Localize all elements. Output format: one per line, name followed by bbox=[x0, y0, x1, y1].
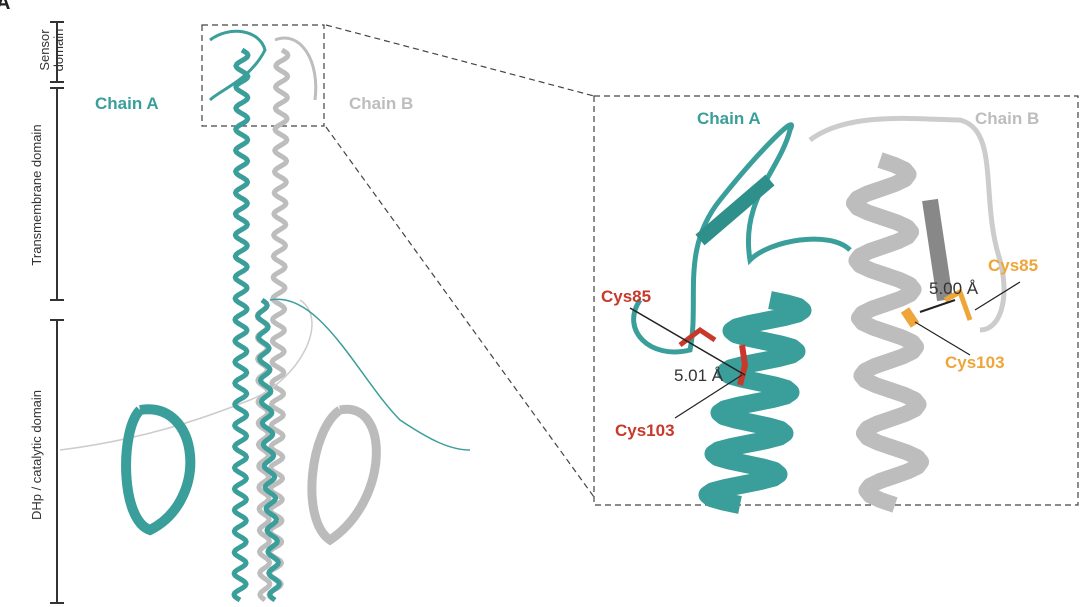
chain-b-cys103-label: Cys103 bbox=[945, 353, 1005, 372]
catalytic-domain-label: DHp / catalytic domain bbox=[29, 389, 44, 521]
chain-a-cys85-sidechain bbox=[678, 326, 717, 347]
chain-b-cys85-sidechain bbox=[943, 288, 973, 321]
inset-chain-b-helix bbox=[845, 152, 930, 513]
inset-chain-b-strand bbox=[922, 198, 953, 302]
transmembrane-domain-label: Transmembrane domain bbox=[29, 124, 44, 266]
overview-chain-b-label: Chain B bbox=[349, 94, 414, 113]
cys103-a-leader bbox=[674, 374, 743, 419]
chain-a-helix-2 bbox=[255, 297, 282, 603]
cys85-b-leader bbox=[974, 281, 1021, 311]
sensor-label-line1: Sensor bbox=[37, 29, 52, 71]
domain-scale-bars bbox=[50, 21, 64, 604]
chain-a-catalytic bbox=[121, 404, 196, 536]
zoom-region-box bbox=[201, 24, 325, 127]
chain-a-cys85-label: Cys85 bbox=[601, 287, 652, 306]
chain-b-distance-line bbox=[919, 299, 956, 313]
sensor-label-line2: domain bbox=[51, 28, 66, 72]
inset-chain-b-loop bbox=[808, 115, 1007, 333]
chain-b-catalytic bbox=[307, 404, 381, 546]
zoom-indicators bbox=[201, 24, 1079, 506]
chain-a-cys103-sidechain bbox=[737, 344, 749, 386]
chain-b-cys103-sidechain bbox=[900, 307, 920, 328]
chain-b-sensor bbox=[274, 36, 318, 101]
chain-b-helix bbox=[266, 47, 291, 603]
inset-chain-a-helix bbox=[698, 291, 812, 514]
chain-a-sensor bbox=[208, 29, 267, 102]
overview-chain-a-label: Chain A bbox=[95, 94, 159, 113]
panel-label: A bbox=[0, 0, 11, 14]
inset-chain-a-strand bbox=[695, 174, 775, 246]
chain-b-cys85-label: Cys85 bbox=[988, 256, 1039, 275]
chain-a-distance-line bbox=[629, 307, 746, 376]
inset-chain-a-label: Chain A bbox=[697, 109, 761, 128]
inset-chain-a-loop bbox=[631, 122, 852, 355]
inset-box bbox=[593, 95, 1079, 506]
chain-a-distance-label: 5.01 Å bbox=[674, 366, 724, 385]
cys103-b-leader bbox=[914, 321, 971, 356]
chain-b-distance-label: 5.00 Å bbox=[929, 279, 979, 298]
sensor-domain-label: Sensor domain bbox=[37, 20, 66, 80]
chain-a-loop bbox=[269, 298, 471, 451]
inset-chain-b-label: Chain B bbox=[975, 109, 1040, 128]
chain-a-helix bbox=[231, 47, 251, 603]
chain-a-cys103-label: Cys103 bbox=[615, 421, 675, 440]
